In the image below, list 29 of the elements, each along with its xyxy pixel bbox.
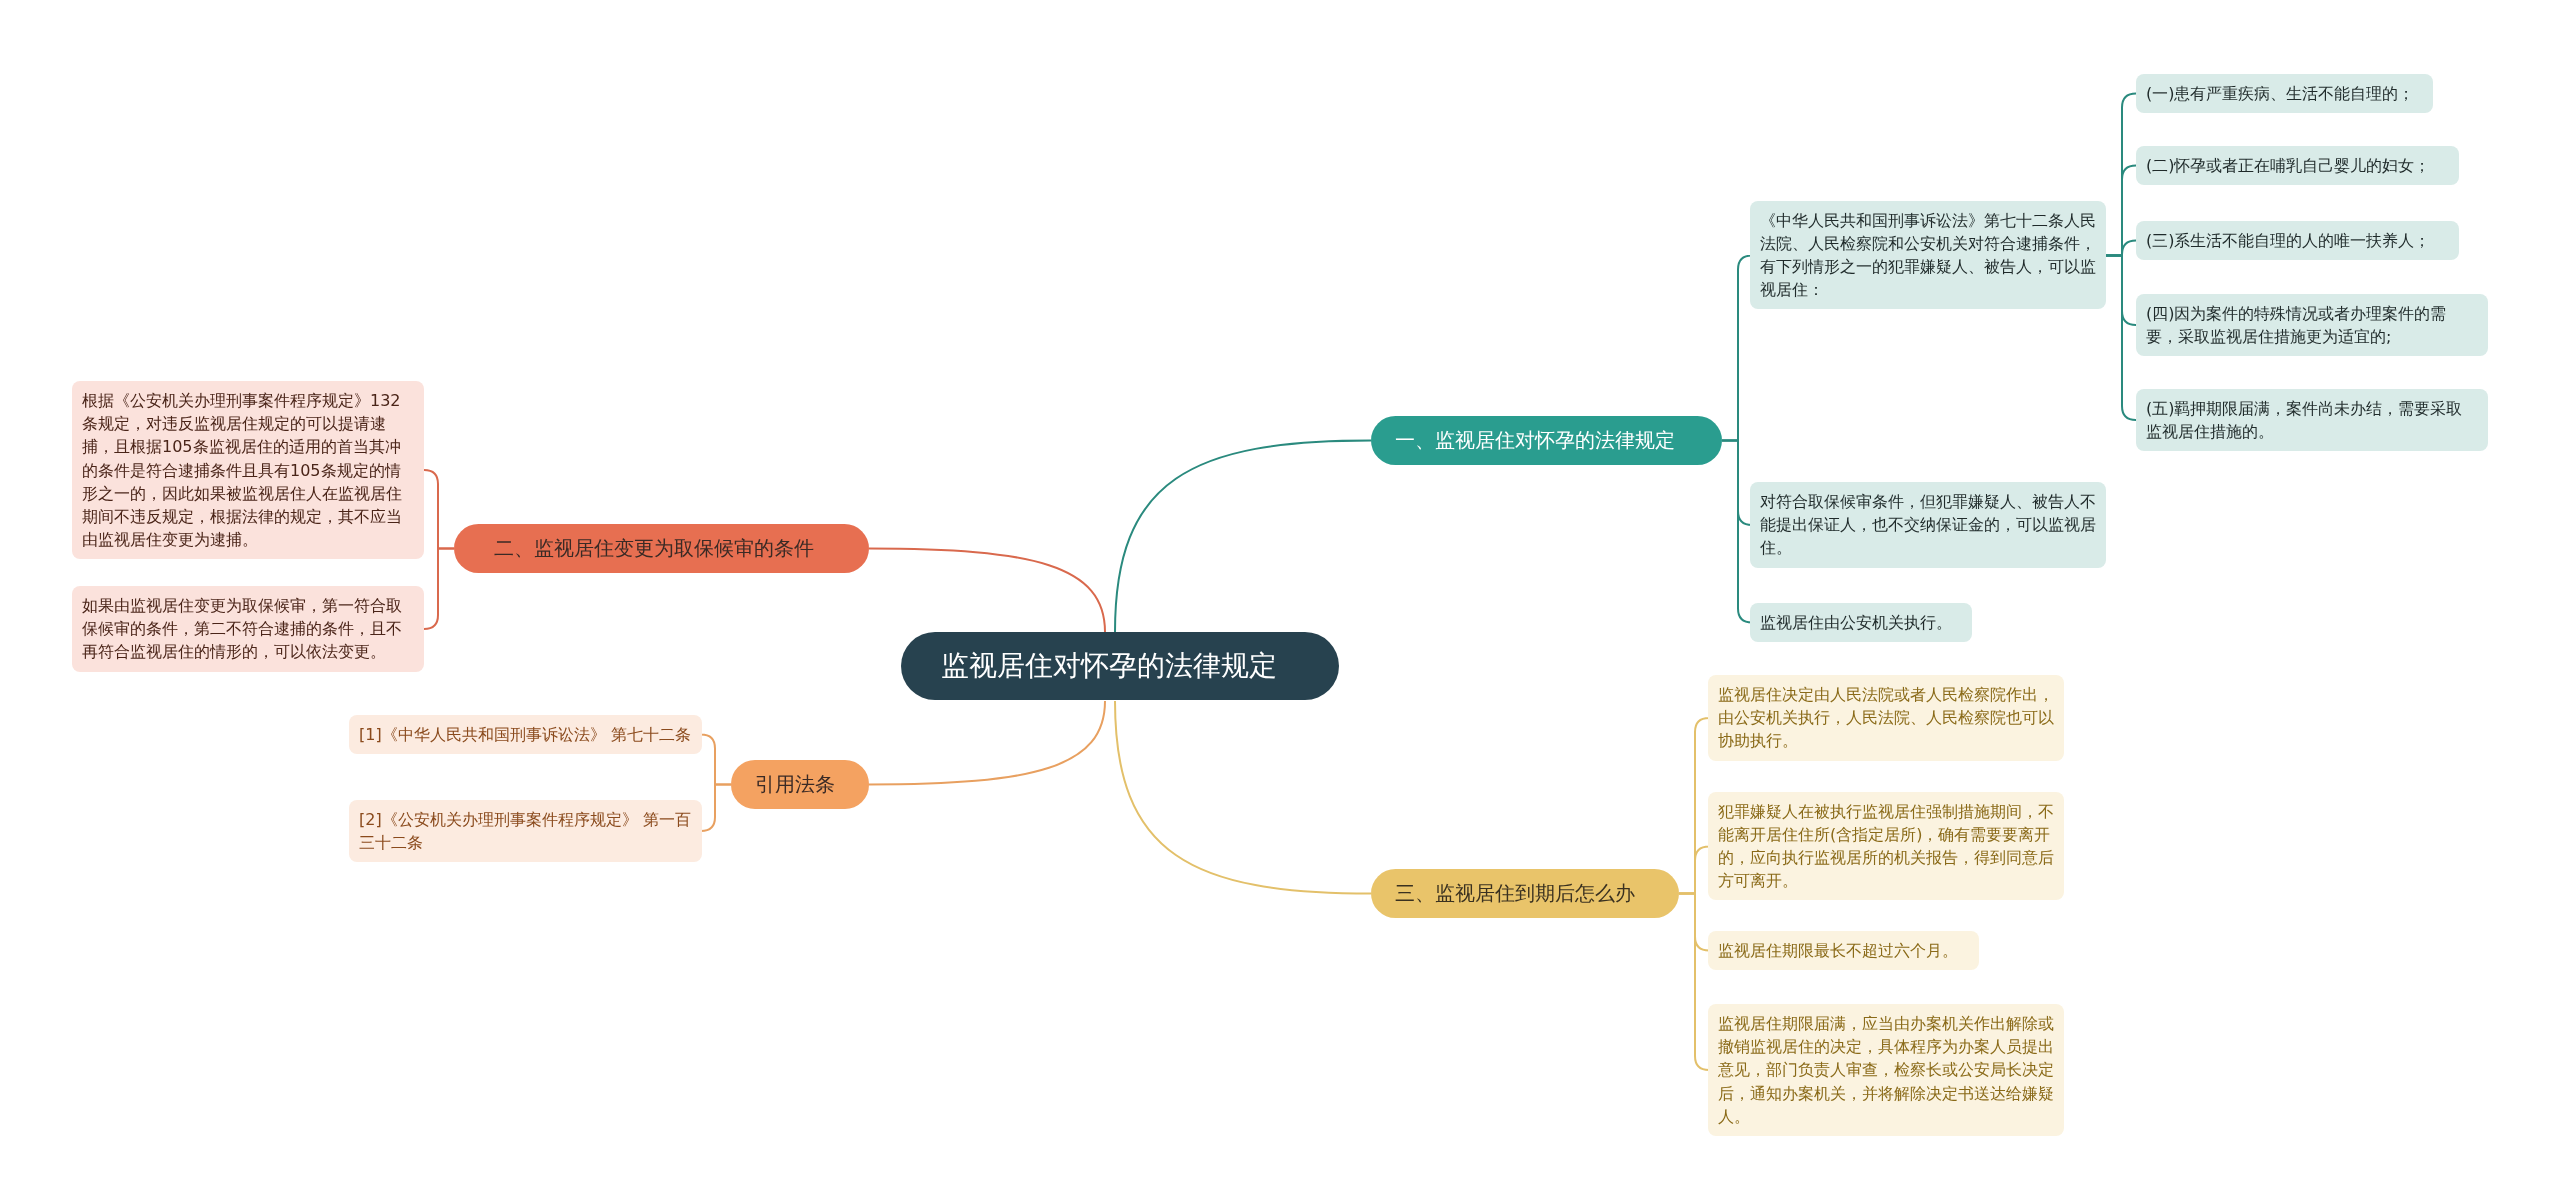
connector-line (868, 547, 1106, 633)
central-topic: 监视居住对怀孕的法律规定 (901, 631, 1339, 701)
note-card: 监视居住期限最长不超过六个月。 (1708, 930, 1979, 970)
connector-line (868, 700, 1106, 786)
note-card: 犯罪嫌疑人在被执行监视居住强制措施期间，不能离开居住住所(含指定居所)，确有需要要离开的，应向执行监视居所的机关报告，得到同意后方可离开。 (1708, 791, 2064, 901)
note-card: (五)羁押期限届满，案件尚未办结，需要采取监视居住措施的。 (2136, 389, 2488, 452)
note-card: (一)患有严重疾病、生活不能自理的； (2136, 73, 2433, 113)
note-card: 监视居住决定由人民法院或者人民检察院作出，由公安机关执行，人民法院、人民检察院也可以协助执行。 (1708, 675, 2064, 761)
connector-line (2105, 254, 2137, 421)
connector-line (1114, 700, 1372, 895)
note-card: [2]《公安机关办理刑事案件程序规定》 第一百三十二条 (349, 800, 702, 863)
note-card: 如果由监视居住变更为取保候审，第一符合取保候审的条件，第二不符合逮捕的条件，且不再符合监视居住的情形的，可以依法变更。 (72, 586, 424, 672)
note-card: 《中华人民共和国刑事诉讼法》第七十二条人民法院、人民检察院和公安机关对符合逮捕条件，有下列情形之一的犯罪嫌疑人、被告人，可以监视居住： (1750, 200, 2106, 310)
note-card: 对符合取保候审条件，但犯罪嫌疑人、被告人不能提出保证人，也不交纳保证金的，可以监视居住。 (1750, 482, 2106, 568)
note-card: 监视居住期限届满，应当由办案机关作出解除或撤销监视居住的决定，具体程序为办案人员提出意见，部门负责人审查，检察长或公安局长决定后，通知办案机关，并将解除决定书送达给嫌疑人。 (1708, 1004, 2064, 1136)
note-card: 根据《公安机关办理刑事案件程序规定》132条规定，对违反监视居住规定的可以提请逮捕，且根据105条监视居住的适用的首当其冲的条件是符合逮捕条件且具有105条规定的情形之一的，因此如果被监视居住人在监视居住期间不违反规定，根据法律的规定，其不应当由监视居住变更为逮捕。 (72, 381, 424, 560)
note-card: [1]《中华人民共和国刑事诉讼法》 第七十二条 (349, 714, 702, 754)
connector-line (1678, 892, 1710, 1071)
note-card: 监视居住由公安机关执行。 (1750, 602, 1972, 642)
branch-topic: 一、监视居住对怀孕的法律规定 (1371, 415, 1722, 465)
branch-topic: 引用法条 (731, 759, 869, 809)
connector-line (1114, 439, 1372, 633)
connector-line (700, 783, 732, 832)
connector-line (423, 547, 455, 630)
note-card: (二)怀孕或者正在哺乳自己婴儿的妇女； (2136, 145, 2459, 185)
branch-topic: 三、监视居住到期后怎么办 (1371, 868, 1679, 918)
branch-topic: 二、监视居住变更为取保候审的条件 (454, 523, 869, 573)
note-card: (四)因为案件的特殊情况或者办理案件的需要，采取监视居住措施更为适宜的; (2136, 294, 2488, 357)
note-card: (三)系生活不能自理的人的唯一扶养人； (2136, 220, 2459, 260)
